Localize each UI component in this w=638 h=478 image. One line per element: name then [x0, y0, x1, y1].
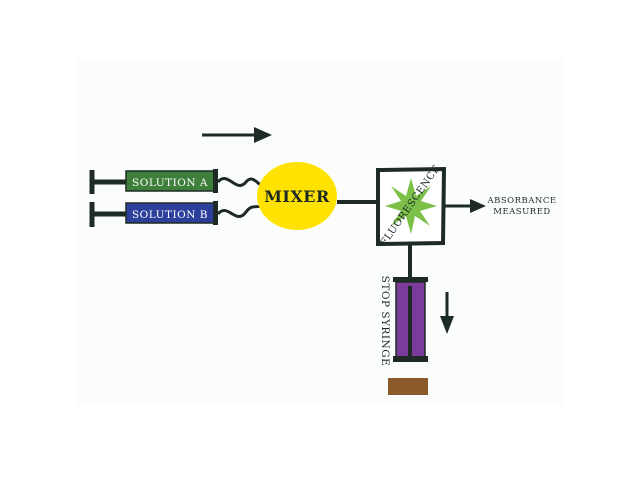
tube-b [216, 204, 263, 218]
mixer: MIXER [257, 162, 337, 230]
observation-cell: FLUORESCENCE [376, 163, 447, 248]
fluorescence-burst-icon [385, 178, 437, 234]
absorbance-label-line2: MEASURED [493, 207, 550, 217]
flow-arrow-right-icon [202, 127, 272, 143]
flow-arrow-down-icon [440, 292, 454, 334]
tube-a [216, 177, 263, 188]
syringe-b: SOLUTION B [89, 201, 218, 227]
diagram-panel [75, 58, 563, 406]
syringe-a: SOLUTION A [89, 169, 218, 194]
stop-syringe: STOP SYRINGE [379, 276, 428, 367]
stopper-block [388, 378, 428, 395]
stop-syringe-label: STOP SYRINGE [379, 276, 391, 367]
mixer-label: MIXER [264, 187, 330, 206]
solution-a-label: SOLUTION A [132, 177, 208, 189]
absorbance-label-line1: ABSORBANCE [486, 196, 556, 206]
solution-b-label: SOLUTION B [132, 209, 208, 221]
output-arrow-icon [444, 199, 486, 213]
